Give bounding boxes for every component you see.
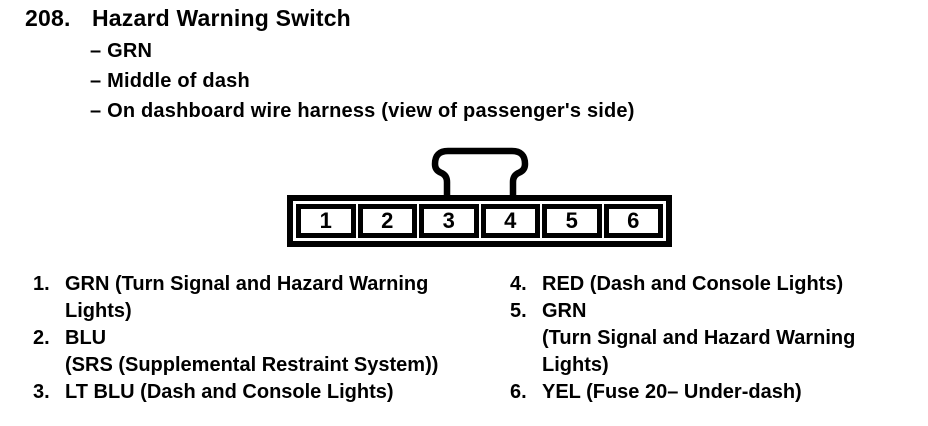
connector-body: 1 2 3 4 5 6 xyxy=(287,195,672,247)
connector-latch-icon xyxy=(431,147,529,201)
legend-item-line: (Turn Signal and Hazard Warning xyxy=(542,327,856,349)
legend-item-line: GRN xyxy=(542,300,587,322)
legend-item-number: 5. xyxy=(510,300,527,322)
legend-item-line: GRN (Turn Signal and Hazard Warning xyxy=(65,273,429,295)
legend-item-line: Lights) xyxy=(65,300,132,322)
detail-line-color: – GRN xyxy=(90,40,153,62)
legend-item-number: 1. xyxy=(33,273,50,295)
legend-item-line: YEL (Fuse 20– Under-dash) xyxy=(542,381,802,403)
pin-number: 4 xyxy=(504,208,517,233)
legend-column-right: 4. RED (Dash and Console Lights) 5. GRN … xyxy=(510,271,855,406)
legend-item-text: YEL (Fuse 20– Under-dash) xyxy=(542,379,855,406)
page-header: 208. Hazard Warning Switch xyxy=(25,5,351,32)
pin-number: 1 xyxy=(319,208,332,233)
pin-number: 6 xyxy=(627,208,640,233)
connector-diagram: 1 2 3 4 5 6 xyxy=(287,146,672,247)
legend-item-3: 3. LT BLU (Dash and Console Lights) xyxy=(33,379,438,406)
pin-cell-2: 2 xyxy=(357,204,417,238)
pin-number: 3 xyxy=(442,208,455,233)
pin-number: 2 xyxy=(381,208,394,233)
detail-line-harness: – On dashboard wire harness (view of pas… xyxy=(90,100,635,122)
detail-line-location: – Middle of dash xyxy=(90,70,250,92)
legend-item-5: 5. GRN (Turn Signal and Hazard Warning L… xyxy=(510,298,855,379)
legend-item-number: 6. xyxy=(510,381,527,403)
legend-item-number: 3. xyxy=(33,381,50,403)
legend-item-text: RED (Dash and Console Lights) xyxy=(542,271,855,298)
legend-item-line: (SRS (Supplemental Restraint System)) xyxy=(65,354,439,376)
pin-cell-3: 3 xyxy=(419,204,479,238)
pin-cell-1: 1 xyxy=(296,204,356,238)
item-number: 208. xyxy=(25,5,71,31)
legend-item-line: Lights) xyxy=(542,354,609,376)
legend-item-2: 2. BLU (SRS (Supplemental Restraint Syst… xyxy=(33,325,438,379)
legend-item-number: 2. xyxy=(33,327,50,349)
legend-item-line: LT BLU (Dash and Console Lights) xyxy=(65,381,394,403)
legend-item-6: 6. YEL (Fuse 20– Under-dash) xyxy=(510,379,855,406)
legend-item-4: 4. RED (Dash and Console Lights) xyxy=(510,271,855,298)
legend-item-line: BLU xyxy=(65,327,107,349)
pin-number: 5 xyxy=(565,208,578,233)
legend-column-left: 1. GRN (Turn Signal and Hazard Warning L… xyxy=(33,271,438,406)
pin-cell-6: 6 xyxy=(603,204,663,238)
pin-cell-5: 5 xyxy=(542,204,602,238)
legend-item-text: BLU (SRS (Supplemental Restraint System)… xyxy=(65,325,438,379)
page-title: Hazard Warning Switch xyxy=(92,5,351,31)
pin-cell-4: 4 xyxy=(480,204,540,238)
legend-item-line: RED (Dash and Console Lights) xyxy=(542,273,844,295)
legend-item-1: 1. GRN (Turn Signal and Hazard Warning L… xyxy=(33,271,438,325)
legend-item-text: LT BLU (Dash and Console Lights) xyxy=(65,379,438,406)
legend-item-number: 4. xyxy=(510,273,527,295)
legend-item-text: GRN (Turn Signal and Hazard Warning Ligh… xyxy=(542,298,855,379)
legend-item-text: GRN (Turn Signal and Hazard Warning Ligh… xyxy=(65,271,438,325)
detail-list: – GRN – Middle of dash – On dashboard wi… xyxy=(90,36,635,126)
